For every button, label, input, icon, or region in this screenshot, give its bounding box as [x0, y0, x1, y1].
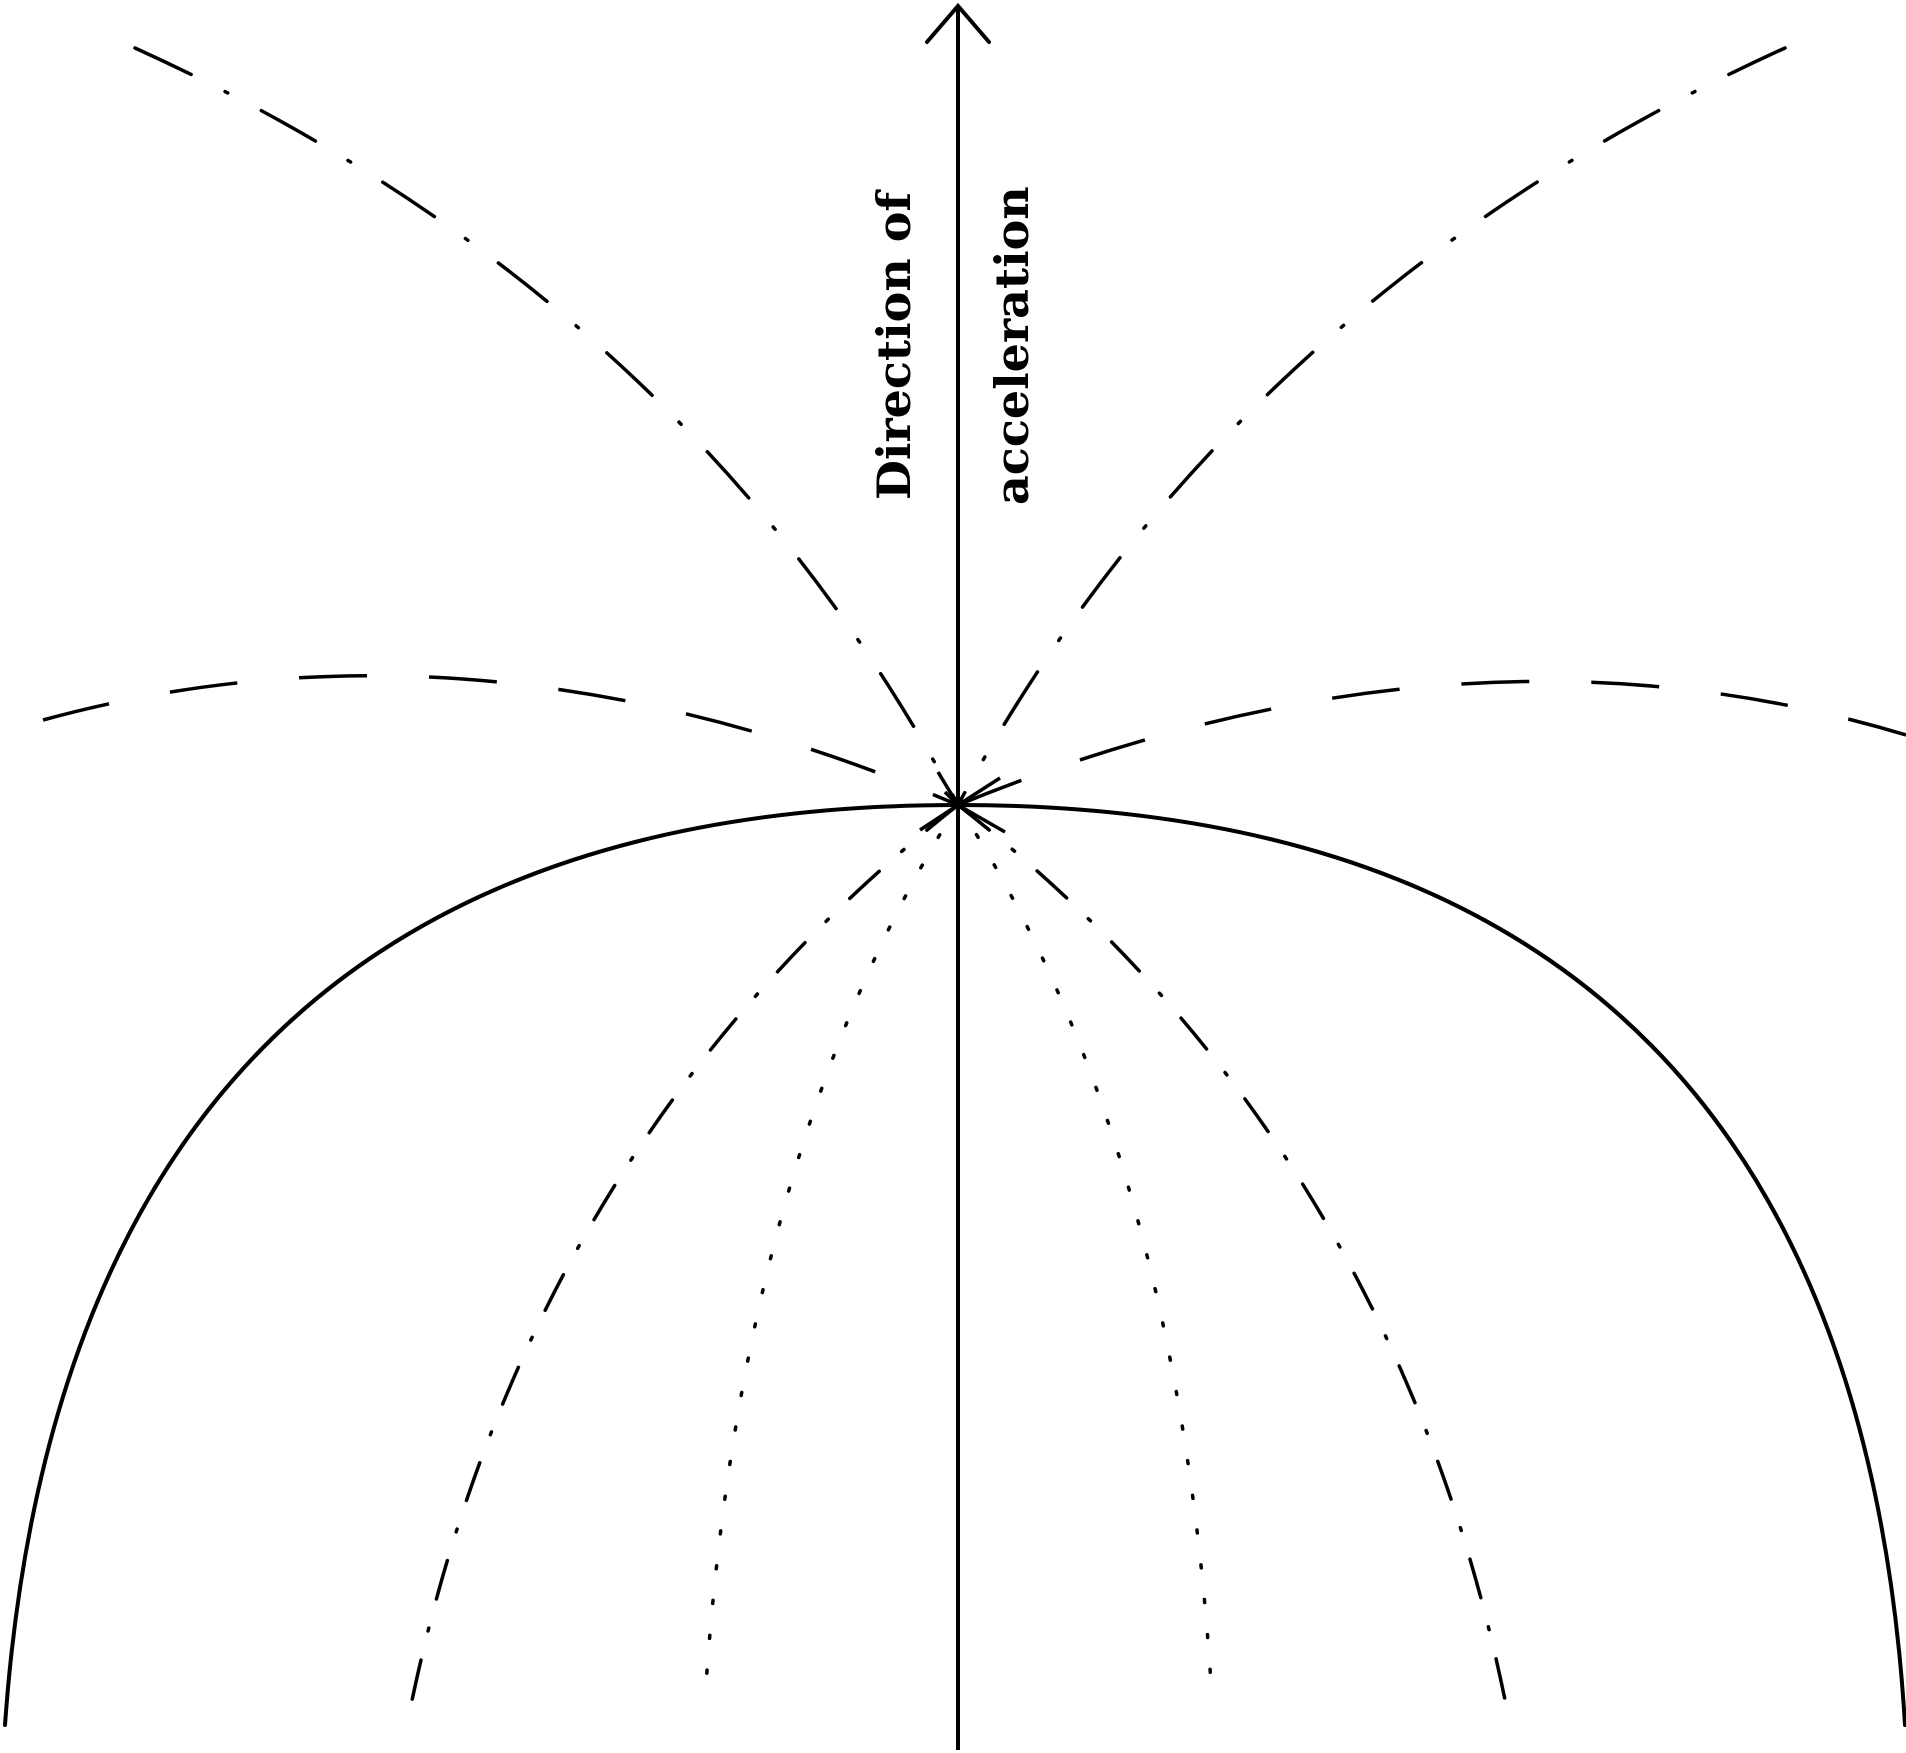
convergence-point	[919, 771, 1006, 834]
upper-left-dashdot-line	[133, 46, 960, 807]
body-surface-arc	[3, 802, 1906, 1727]
label-direction-of: Direction of	[867, 189, 921, 500]
lower-right-inner-dotted-line	[956, 803, 1214, 1702]
lower-right-outer-line	[956, 803, 1512, 1727]
label-acceleration: acceleration	[985, 186, 1039, 505]
lower-left-outer-line	[405, 803, 960, 1727]
arrow-head-icon	[925, 2, 991, 44]
upper-left-dashed-arc	[42, 674, 959, 807]
upper-right-dashed-arc	[957, 679, 1906, 807]
lower-left-inner-dotted-line	[703, 803, 960, 1702]
upper-right-dashdot-line	[956, 46, 1787, 807]
